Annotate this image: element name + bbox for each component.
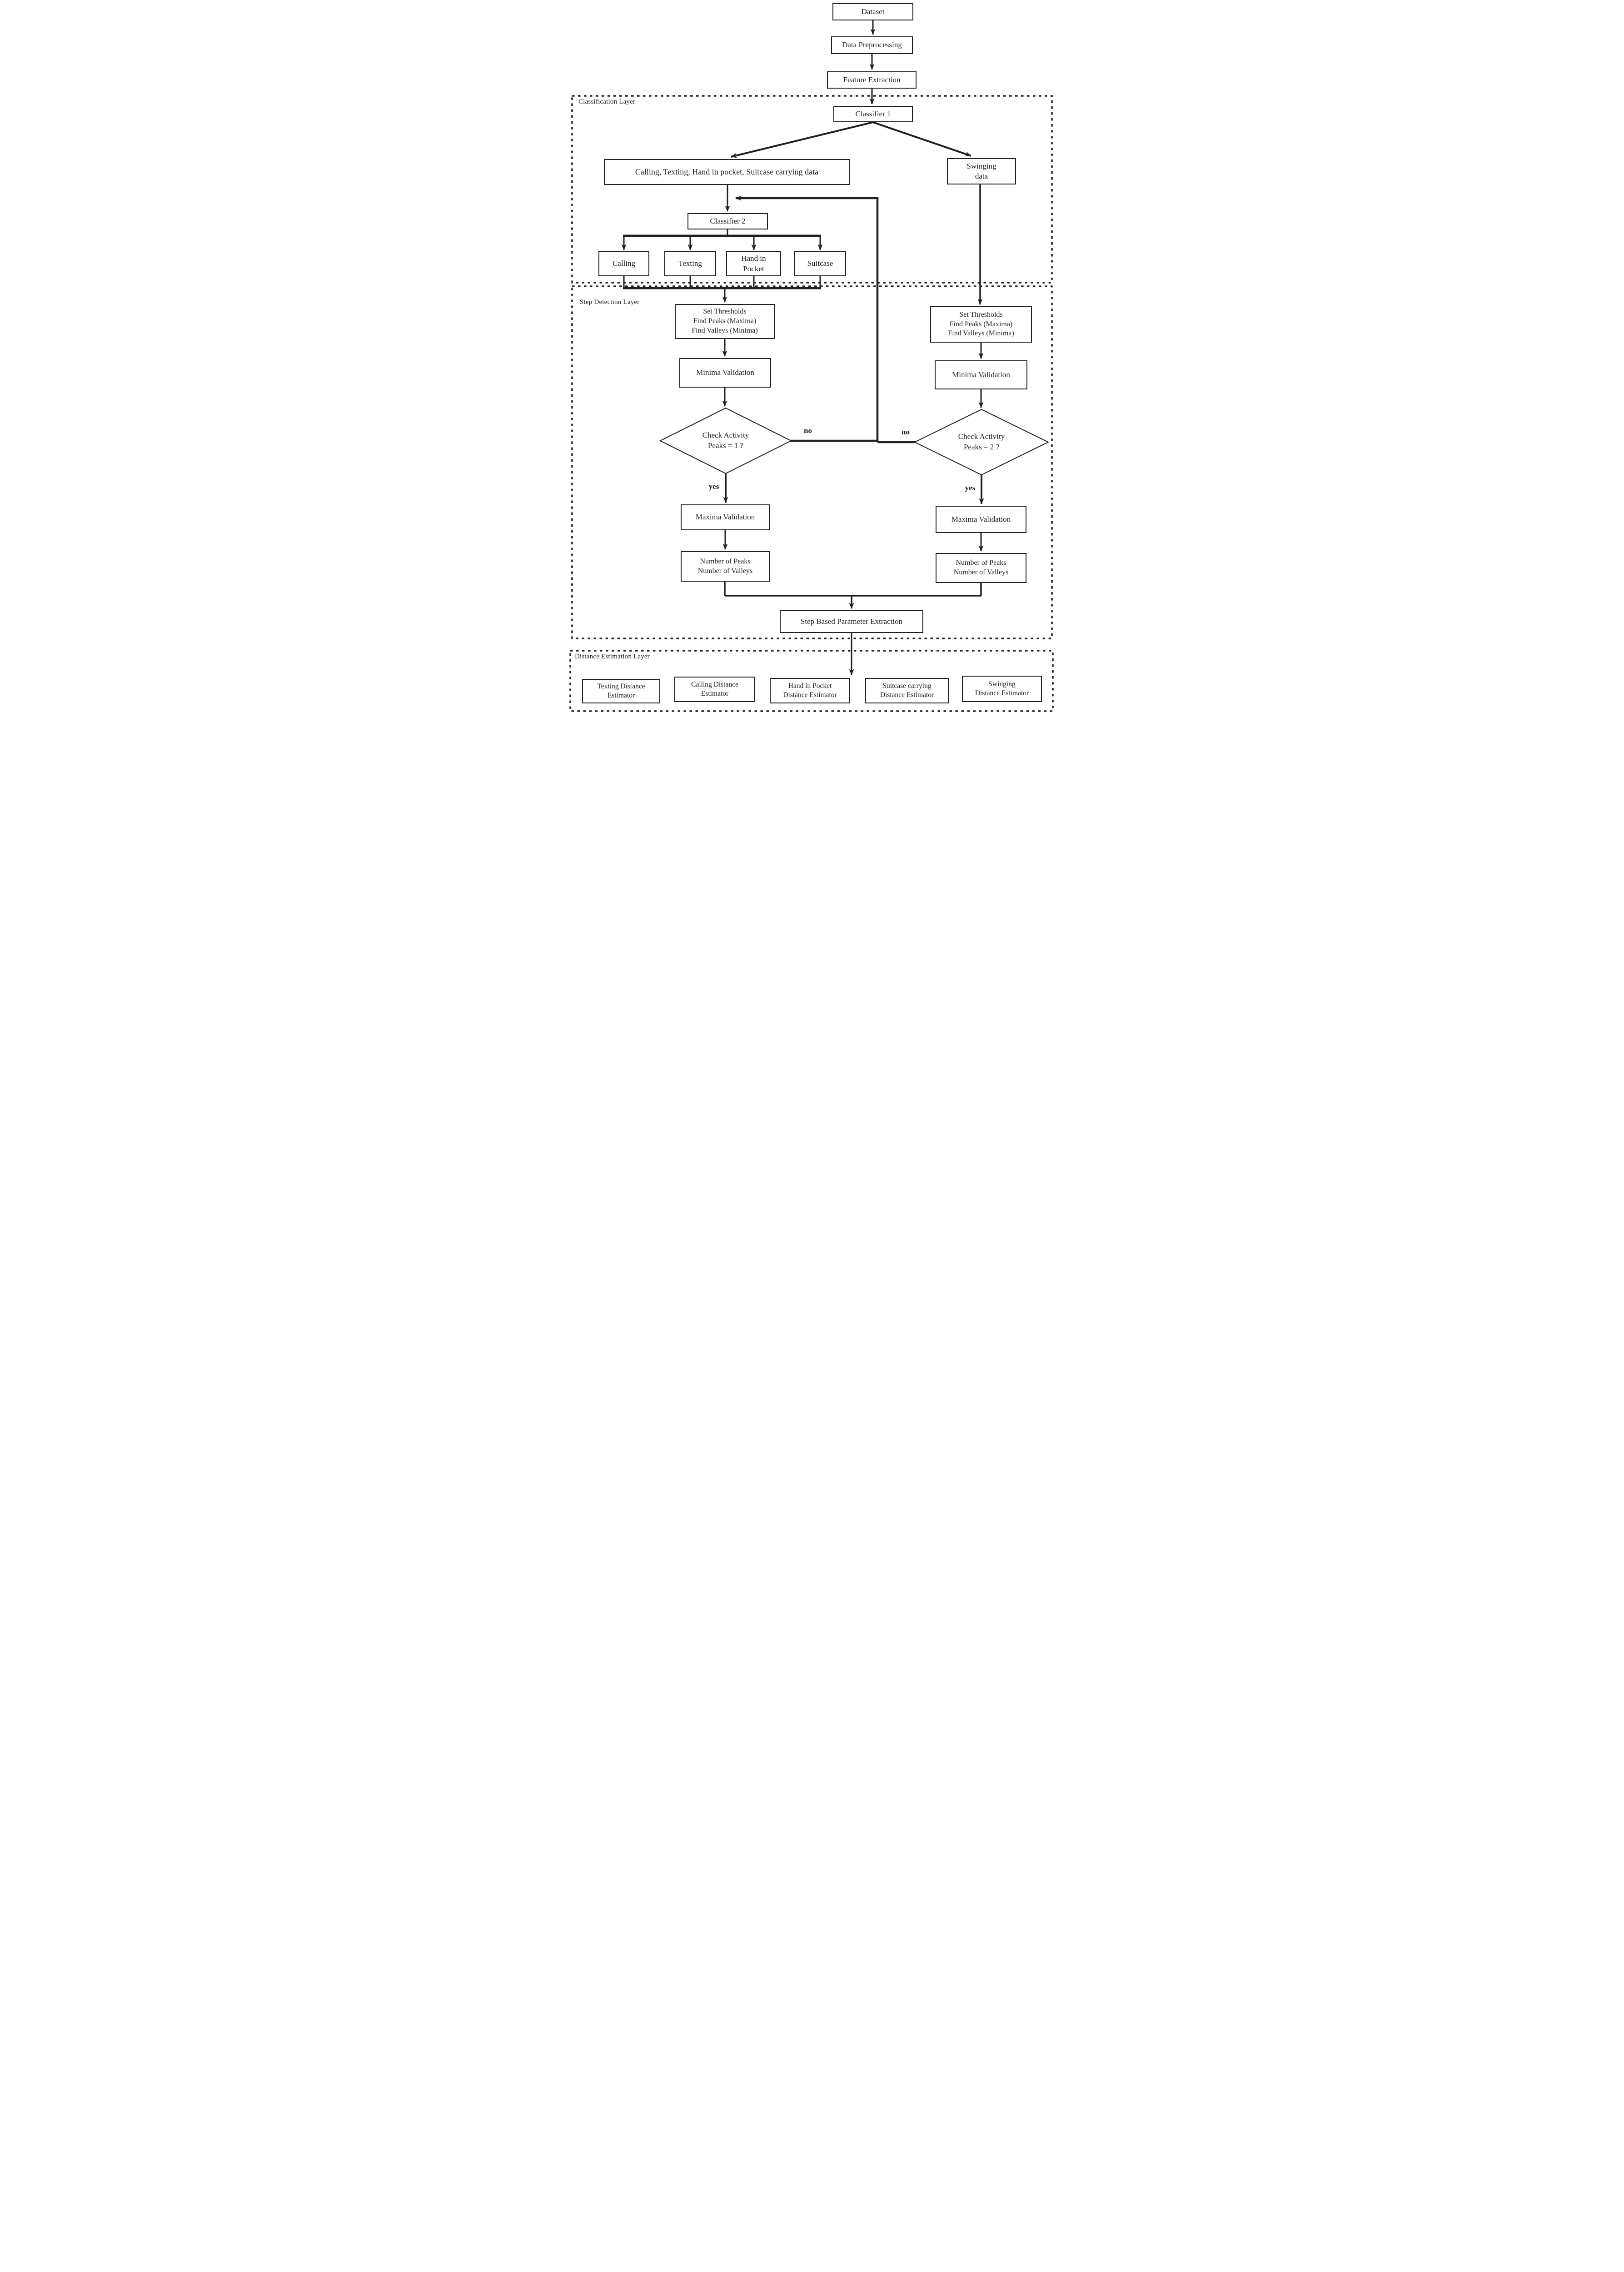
node-non-swinging-data: Calling, Texting, Hand in pocket, Suitca… xyxy=(604,159,850,185)
node-step-based-parameter-extraction: Step Based Parameter Extraction xyxy=(780,610,923,633)
node-swinging-estimator: Swinging Distance Estimator xyxy=(962,676,1042,702)
node-hand-in-pocket: Hand in Pocket xyxy=(726,251,781,276)
node-set-thresholds-left: Set Thresholds Find Peaks (Maxima) Find … xyxy=(675,304,775,339)
flowchart-canvas: Classification Layer Step Detection Laye… xyxy=(568,0,1056,713)
node-suitcase-estimator: Suitcase carrying Distance Estimator xyxy=(865,678,949,703)
node-feature-extraction: Feature Extraction xyxy=(827,71,917,89)
edge-classifier1-swinging xyxy=(872,121,971,157)
edge-feedback-to-classifier2 xyxy=(735,195,879,442)
node-peak-counts-left: Number of Peaks Number of Valleys xyxy=(681,551,770,582)
step-detection-layer-label: Step Detection Layer xyxy=(580,299,640,306)
edge-label-yes-left: yes xyxy=(708,482,719,491)
diamond-check-peaks-2 xyxy=(913,409,1050,476)
node-maxima-validation-left: Maxima Validation xyxy=(681,504,770,530)
node-minima-validation-right: Minima Validation xyxy=(935,360,1027,389)
node-check-peaks-1-label: Check Activity Peaks = 1 ? xyxy=(702,431,749,450)
node-hand-in-pocket-estimator: Hand in Pocket Distance Estimator xyxy=(770,678,850,703)
edge-classifier1-nonswinging xyxy=(731,121,873,158)
node-classifier-1: Classifier 1 xyxy=(833,106,913,122)
node-swinging-data: Swinging data xyxy=(947,158,1016,184)
step-detection-layer-border xyxy=(571,285,1053,639)
node-peak-counts-right: Number of Peaks Number of Valleys xyxy=(936,553,1026,583)
edge-label-no-left: no xyxy=(804,426,812,435)
node-dataset: Dataset xyxy=(832,3,913,20)
node-minima-validation-left: Minima Validation xyxy=(679,358,771,388)
edge-label-no-right: no xyxy=(902,428,910,436)
node-calling-estimator: Calling Distance Estimator xyxy=(674,677,755,702)
node-texting-estimator: Texting Distance Estimator xyxy=(582,679,660,703)
node-suitcase: Suitcase xyxy=(794,251,846,276)
classification-layer-border xyxy=(571,95,1053,284)
flowchart-wires xyxy=(569,20,1054,712)
node-classifier-2: Classifier 2 xyxy=(687,213,768,229)
distance-estimation-layer-label: Distance Estimation Layer xyxy=(575,653,650,660)
diamond-check-peaks-1 xyxy=(659,407,792,474)
node-calling: Calling xyxy=(598,251,649,276)
node-data-preprocessing: Data Preprocessing xyxy=(831,36,913,54)
edge-label-yes-right: yes xyxy=(965,483,976,492)
classification-layer-label: Classification Layer xyxy=(578,98,636,105)
node-maxima-validation-right: Maxima Validation xyxy=(936,506,1026,533)
node-texting: Texting xyxy=(664,251,716,276)
node-set-thresholds-right: Set Thresholds Find Peaks (Maxima) Find … xyxy=(930,306,1032,343)
node-check-peaks-2-label: Check Activity Peaks = 2 ? xyxy=(958,432,1005,451)
